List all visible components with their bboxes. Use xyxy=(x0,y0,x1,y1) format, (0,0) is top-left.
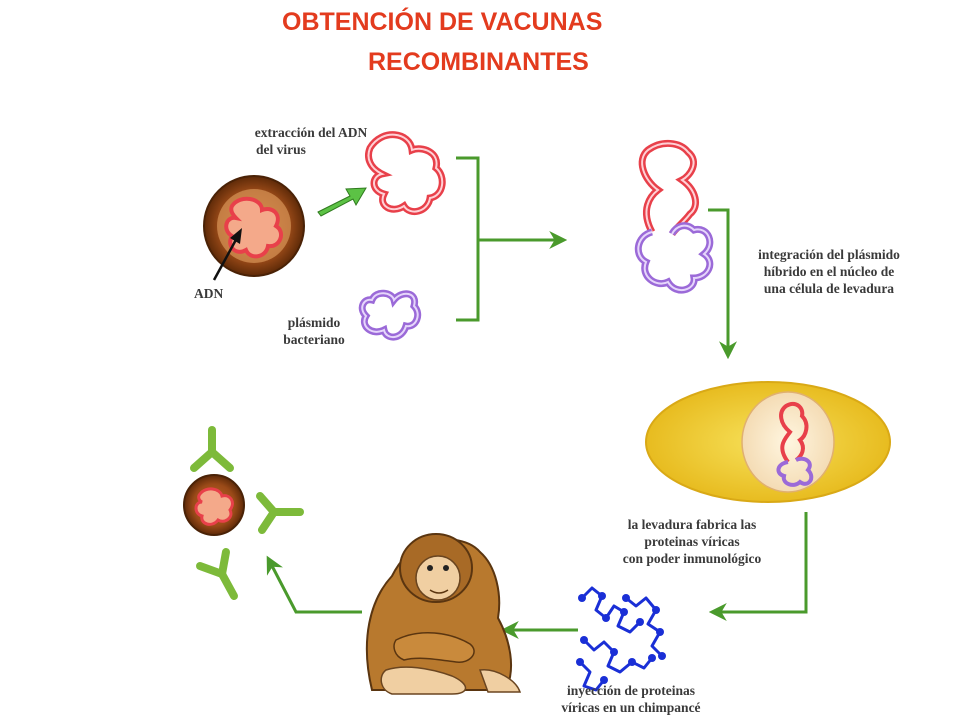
immune-response-arrow xyxy=(266,555,362,614)
label-extraction-line-1: extracción del ADN xyxy=(254,125,368,140)
label-extraction: extracción del ADN del virus xyxy=(218,124,404,158)
viral-dna-loop xyxy=(365,131,446,216)
label-injection: inyección de proteinas víricas en un chi… xyxy=(538,682,724,716)
antibody-right xyxy=(256,492,304,534)
label-yeast-line-2: proteinas víricas xyxy=(644,534,740,549)
chimpanzee xyxy=(365,533,522,695)
label-yeast-production: la levadura fabrica las proteinas vírica… xyxy=(594,516,790,567)
label-plasmid-line-2: bacteriano xyxy=(283,332,345,347)
protein-production-arrow xyxy=(708,512,808,621)
antibody-bottom xyxy=(196,548,238,600)
label-integration-line-1: integración del plásmido xyxy=(758,247,900,262)
yeast-cell xyxy=(645,381,891,503)
integration-arrow xyxy=(708,208,737,360)
extraction-arrow xyxy=(317,187,367,217)
label-integration-line-3: una célula de levadura xyxy=(763,281,895,296)
adn-pointer-arrow xyxy=(212,228,242,281)
label-integration: integración del plásmido híbrido en el n… xyxy=(734,246,924,297)
label-integration-line-2: híbrido en el núcleo de xyxy=(763,264,895,279)
antibody-top xyxy=(190,426,234,472)
title-line-1: OBTENCIÓN DE VACUNAS xyxy=(282,8,603,36)
label-plasmid: plásmido bacteriano xyxy=(272,314,356,348)
label-yeast-line-3: con poder inmunológico xyxy=(622,551,762,566)
label-plasmid-line-1: plásmido xyxy=(287,315,341,330)
bacterial-plasmid xyxy=(358,289,422,341)
title-line-2: RECOMBINANTES xyxy=(368,48,589,76)
label-adn: ADN xyxy=(194,286,224,301)
hybrid-plasmid xyxy=(634,140,714,294)
label-injection-line-1: inyección de proteinas xyxy=(567,683,695,698)
neutralized-virus xyxy=(183,474,245,536)
label-yeast-line-1: la levadura fabrica las xyxy=(627,517,757,532)
protein-dots xyxy=(576,592,666,684)
label-extraction-line-2: del virus xyxy=(256,142,306,157)
virus-particle xyxy=(203,175,305,277)
label-injection-line-2: víricas en un chimpancé xyxy=(561,700,701,715)
viral-proteins xyxy=(578,586,664,692)
merge-bracket xyxy=(456,156,568,322)
